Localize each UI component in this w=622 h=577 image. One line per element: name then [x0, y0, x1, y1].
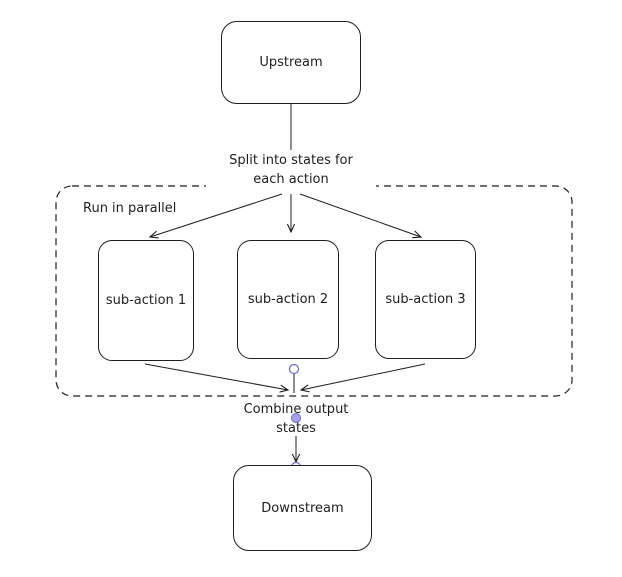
- node-downstream[interactable]: Downstream: [233, 465, 372, 551]
- edge-label-combine: Combine output states: [226, 400, 366, 438]
- connection-handle-sub2[interactable]: [288, 363, 300, 375]
- edge-split-to-sub3: [299, 193, 421, 237]
- edge-split-to-sub1: [150, 193, 283, 237]
- edge-sub3-to-combine: [301, 363, 426, 390]
- edge-label-combine-line2: states: [276, 421, 316, 436]
- group-label-run-in-parallel: Run in parallel: [83, 201, 177, 216]
- node-sub-action-3[interactable]: sub-action 3: [375, 240, 476, 359]
- node-sub-action-1[interactable]: sub-action 1: [98, 240, 194, 361]
- edge-label-split: Split into states for each action: [206, 151, 376, 189]
- edge-label-combine-line1: Combine output: [243, 402, 349, 417]
- edge-label-split-line2: each action: [253, 172, 329, 187]
- node-upstream[interactable]: Upstream: [221, 21, 361, 104]
- edge-label-split-line1: Split into states for: [229, 153, 353, 168]
- edge-sub1-to-combine: [144, 363, 288, 390]
- node-sub-action-2[interactable]: sub-action 2: [237, 240, 339, 359]
- connection-point-combine[interactable]: [291, 413, 301, 423]
